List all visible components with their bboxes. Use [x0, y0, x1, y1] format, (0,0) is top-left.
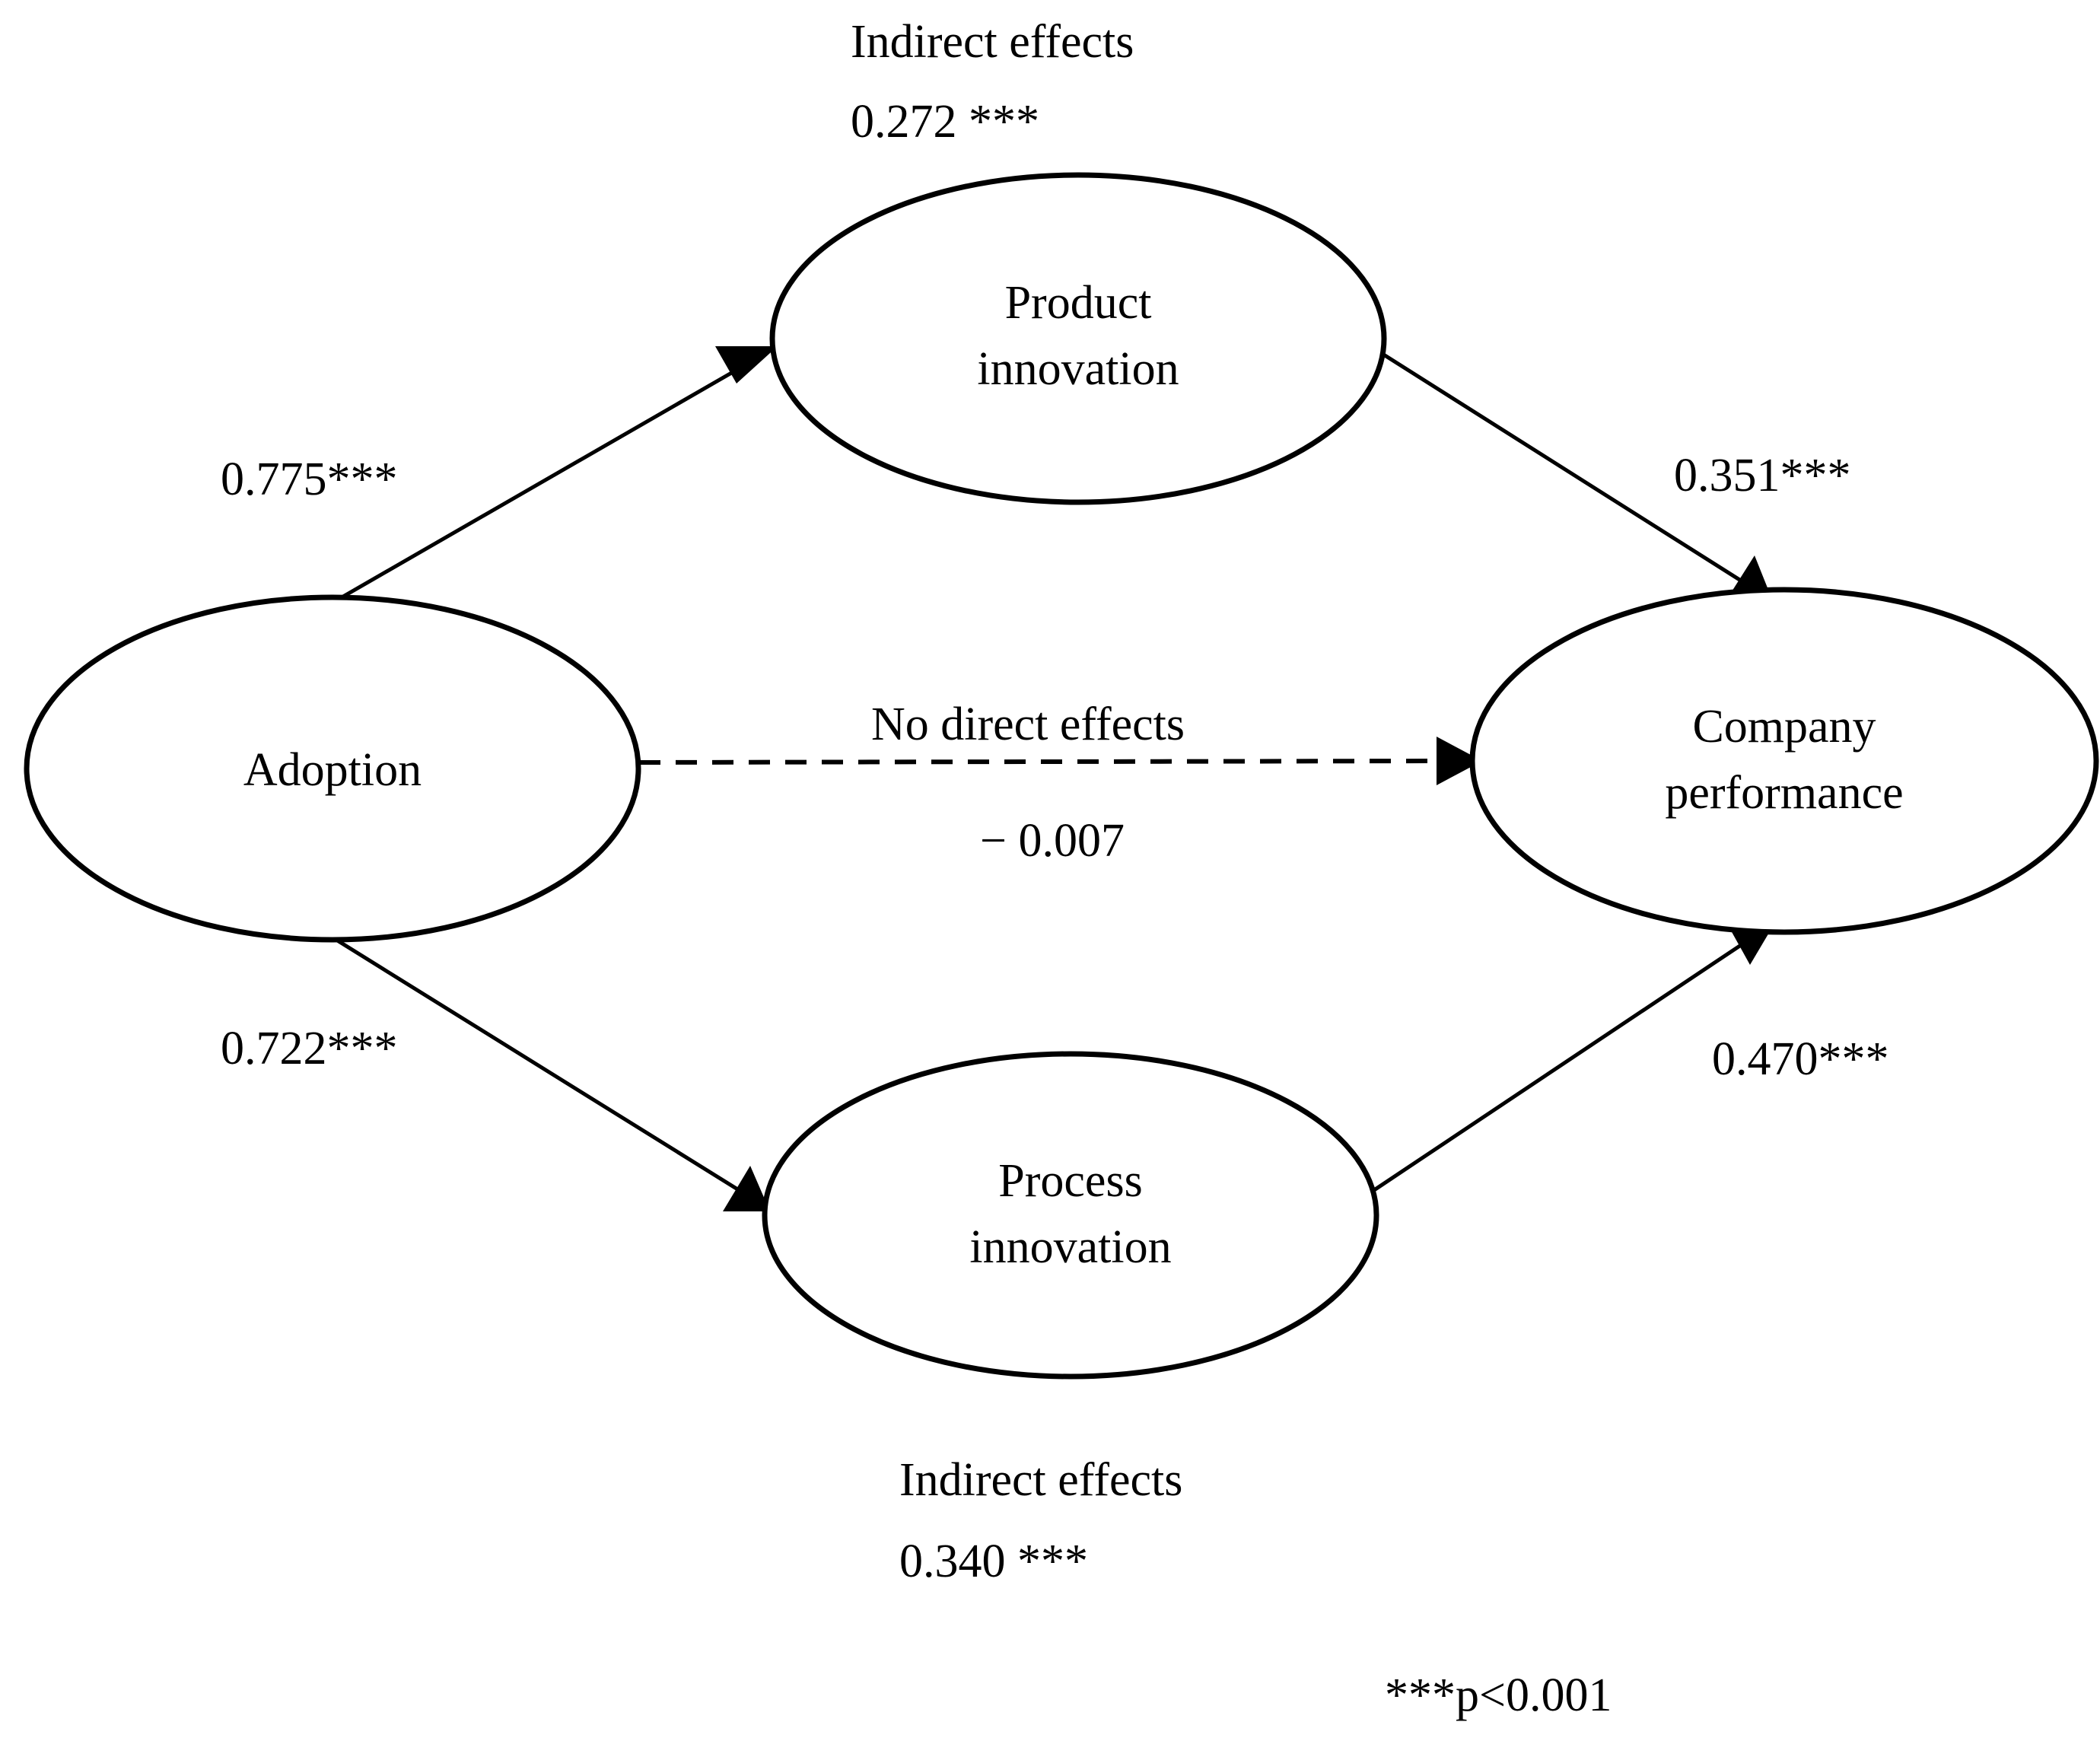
arrowhead-adoption-to-process: [723, 1166, 770, 1211]
node-adoption-label: Adoption: [243, 744, 422, 796]
edge-line-adoption-to-company: [638, 759, 1443, 765]
node-company-performance-label-line1: Company: [1692, 701, 1876, 753]
node-company-performance-ellipse[interactable]: [1469, 587, 2099, 935]
edge-label-process-to-company: 0.470***: [1712, 1033, 1889, 1085]
node-company-performance-label-line2: performance: [1665, 767, 1903, 819]
direct-effect-value-label: − 0.007: [980, 815, 1125, 867]
node-process-innovation[interactable]: Process innovation: [762, 1051, 1379, 1380]
edge-adoption-to-product: [331, 346, 778, 605]
arrowhead-adoption-to-product: [715, 346, 778, 384]
edge-line-product-to-company: [1360, 339, 1765, 597]
node-company-performance[interactable]: Company performance: [1469, 587, 2099, 935]
edge-label-adoption-to-product: 0.775***: [221, 454, 398, 505]
node-process-innovation-ellipse[interactable]: [762, 1051, 1379, 1380]
edge-line-adoption-to-product: [331, 349, 770, 605]
node-process-innovation-label-line2: innovation: [969, 1221, 1171, 1273]
node-product-innovation-label-line1: Product: [1005, 277, 1152, 329]
indirect-effects-bottom-line1: Indirect effects: [899, 1454, 1182, 1506]
no-direct-effects-label: No direct effects: [871, 699, 1185, 750]
node-adoption-ellipse[interactable]: [24, 594, 641, 943]
significance-footnote: ***p<0.001: [1385, 1669, 1612, 1721]
indirect-effects-bottom-line2: 0.340 ***: [899, 1536, 1088, 1587]
node-product-innovation-label-line2: innovation: [977, 343, 1179, 395]
node-product-innovation[interactable]: Product innovation: [769, 172, 1387, 505]
indirect-effects-top-line1: Indirect effects: [851, 16, 1134, 68]
node-adoption[interactable]: Adoption: [24, 594, 641, 943]
node-product-innovation-ellipse[interactable]: [769, 172, 1387, 505]
edge-adoption-to-company-dashed: [638, 737, 1482, 785]
arrowhead-adoption-to-company: [1437, 737, 1482, 785]
indirect-effects-top-line2: 0.272 ***: [851, 96, 1039, 148]
node-process-innovation-label-line1: Process: [998, 1155, 1142, 1207]
edge-line-adoption-to-process: [331, 935, 762, 1206]
edge-line-process-to-company: [1368, 928, 1765, 1195]
edge-label-product-to-company: 0.351***: [1674, 450, 1851, 501]
edge-label-adoption-to-process: 0.722***: [221, 1023, 398, 1074]
edge-adoption-to-process: [331, 935, 770, 1211]
